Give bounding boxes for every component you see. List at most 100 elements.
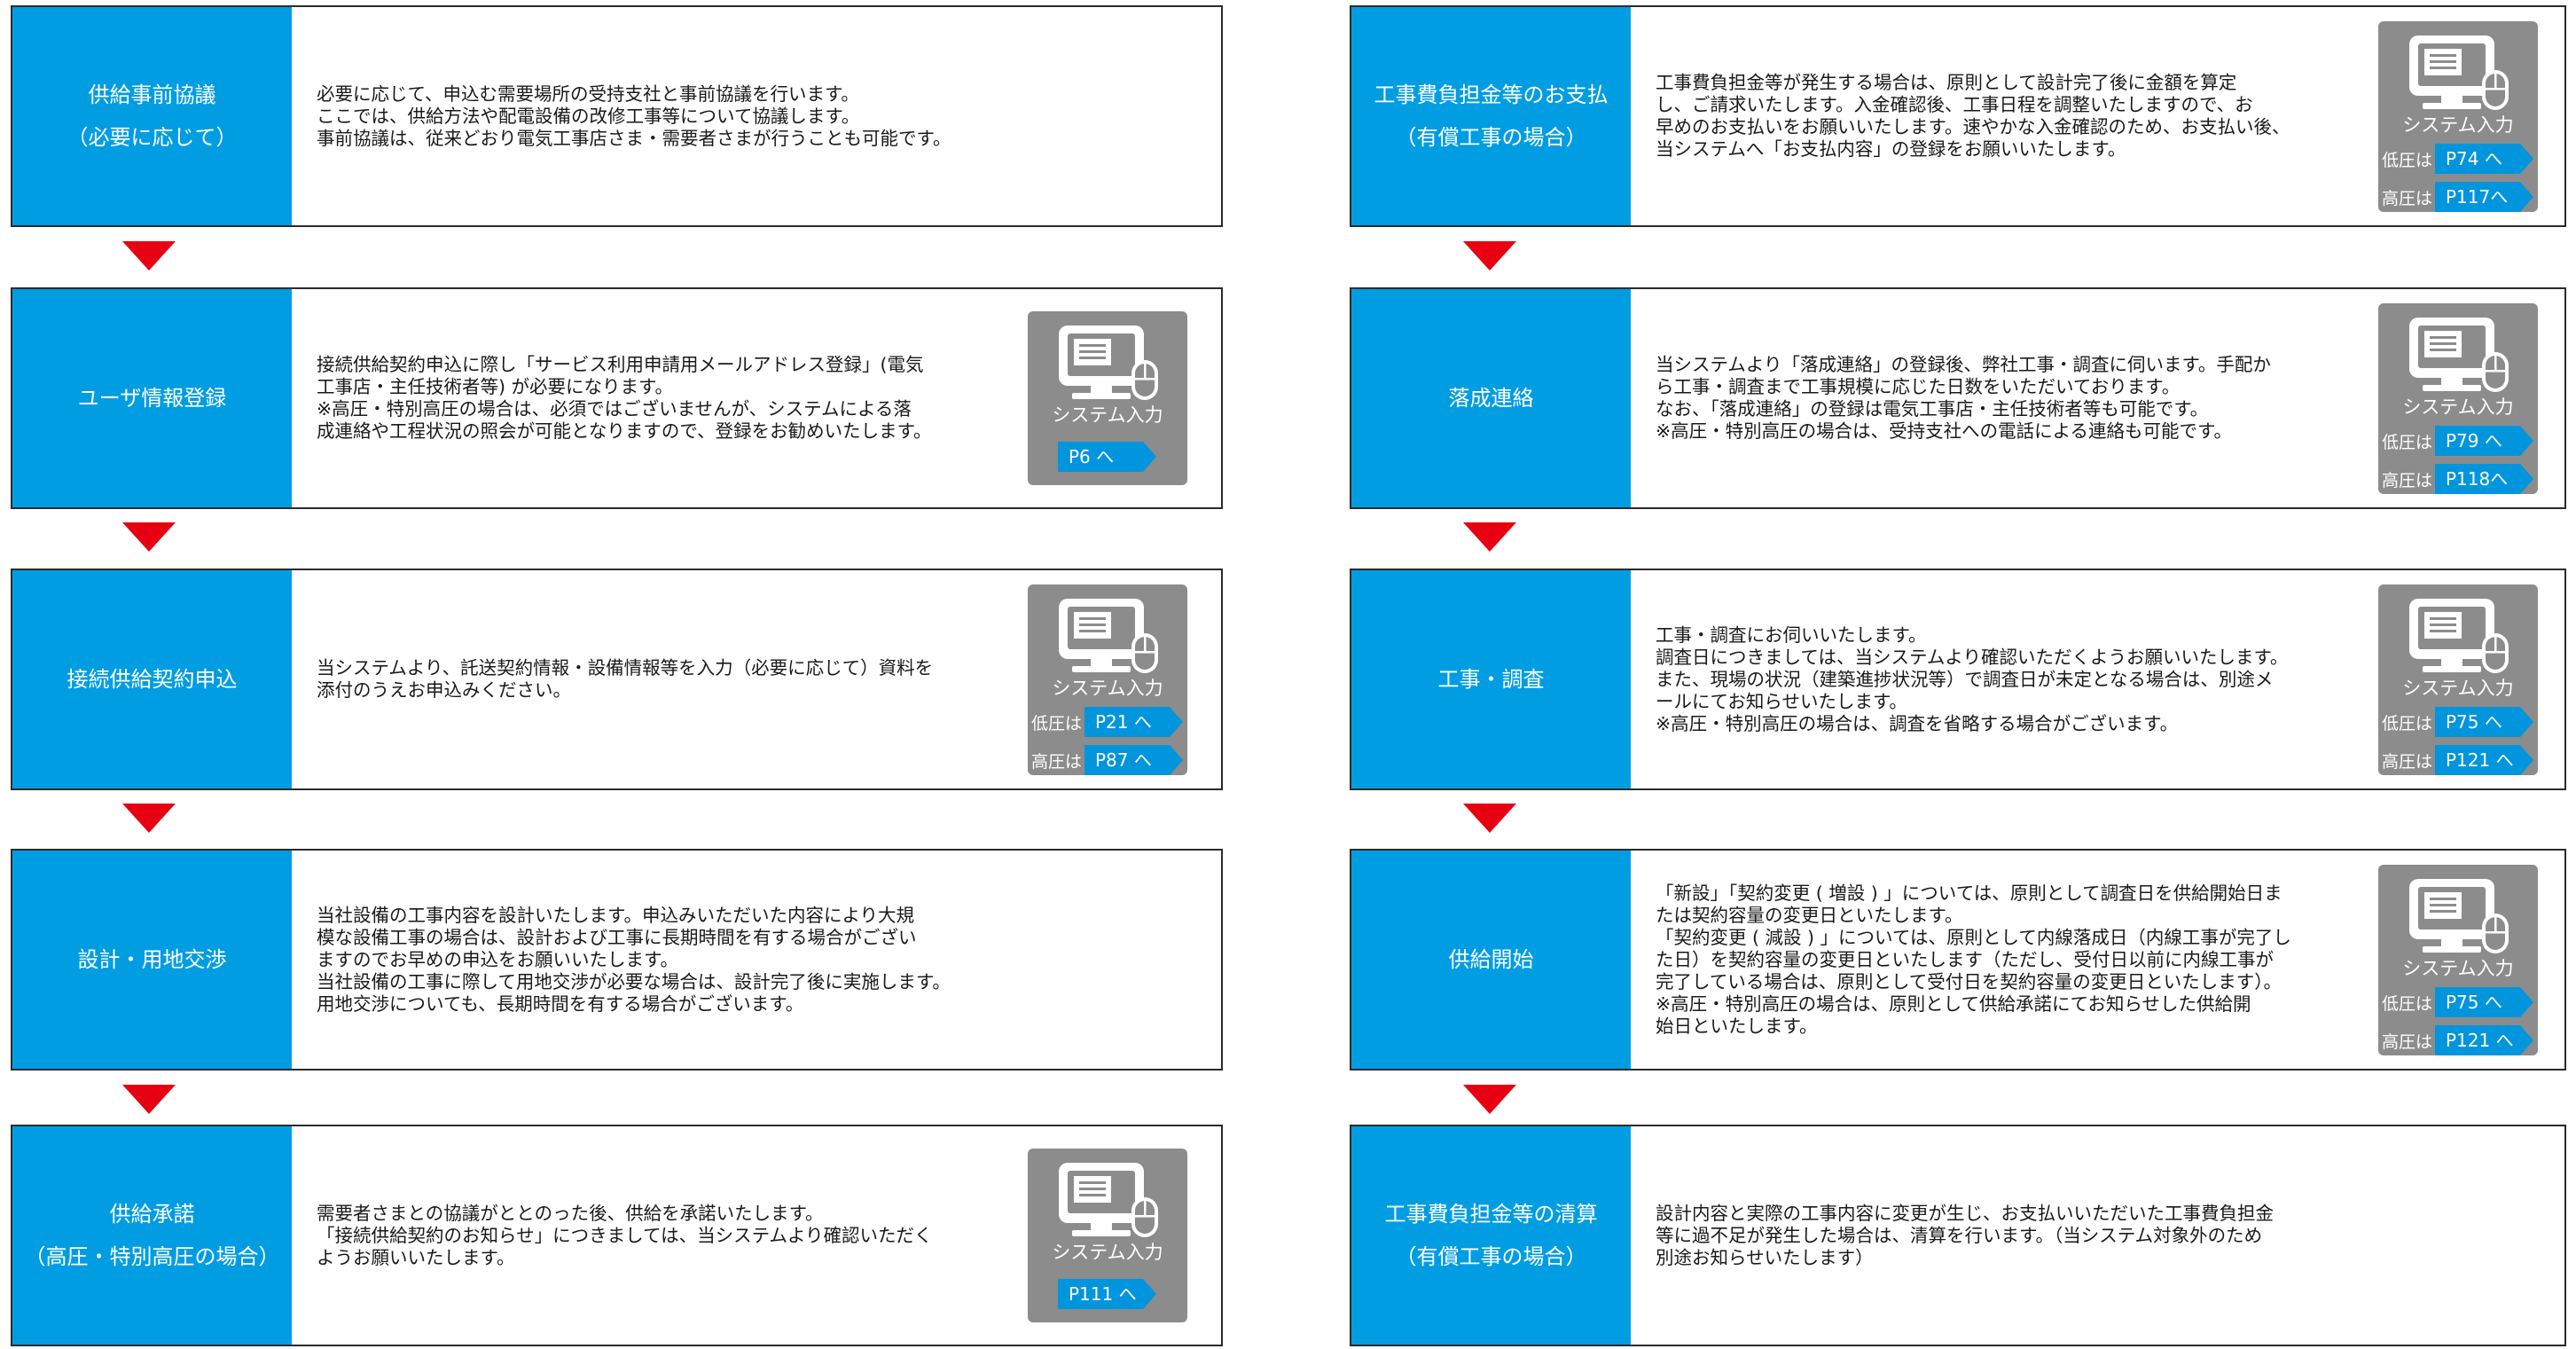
page-reference-link[interactable]: P121 へ <box>2435 745 2533 775</box>
step-title-line: 供給承諾 <box>109 1202 195 1227</box>
description-line: し、ご請求いたします。入金確認後、工事日程を調整いたしますので、お <box>1656 94 2253 115</box>
voltage-class-label: 低圧は <box>2382 993 2433 1014</box>
down-arrow-icon <box>122 241 176 271</box>
computer-mouse-icon <box>2378 595 2538 677</box>
computer-mouse-icon <box>1028 322 1187 404</box>
description-line: 「契約変更 ( 減設 ) 」については、原則として内線落成日（内線工事が完了し <box>1656 926 2291 948</box>
description-line: 当社設備の工事に際して用地交渉が必要な場合は、設計完了後に実施します。 <box>317 970 951 992</box>
step-description-text: 当システムより、託送契約情報・設備情報等を入力（必要に応じて）資料を添付のうえお… <box>317 657 933 702</box>
system-input-row: P111 へ <box>1058 1278 1187 1310</box>
down-arrow-icon <box>1463 241 1516 271</box>
description-line: たは契約容量の変更日といたします。 <box>1656 904 1963 926</box>
step-description: 工事費負担金等が発生する場合は、原則として設計完了後に金額を算定し、ご請求いたし… <box>1656 7 2556 225</box>
page-reference-link[interactable]: P75 へ <box>2435 707 2533 737</box>
voltage-class-label: 高圧は <box>2382 470 2433 490</box>
description-line: 始日といたします。 <box>1656 1015 1818 1037</box>
step-description-text: 工事・調査にお伺いいたします。調査日につきましては、当システムより確認いただくよ… <box>1656 624 2288 735</box>
description-line: なお、「落成連絡」の登録は電気工事店・主任技術者等も可能です。 <box>1656 398 2209 420</box>
system-input-label: システム入力 <box>1052 404 1163 426</box>
page-reference-link[interactable]: P6 へ <box>1058 442 1156 472</box>
step-description: 接続供給契約申込に際し「サービス利用申請用メールアドレス登録」(電気工事店・主任… <box>317 289 1212 507</box>
right-step-4: 供給開始 「新設」「契約変更 ( 増設 ) 」については、原則として調査日を供給開… <box>1350 849 2566 1071</box>
step-title-line: 供給事前協議 <box>88 82 216 107</box>
computer-mouse-icon <box>2378 875 2538 957</box>
page-reference-link[interactable]: P117へ <box>2435 182 2533 212</box>
page-reference-link[interactable]: P87 へ <box>1084 745 1183 775</box>
description-line: 添付のうえお申込みください。 <box>317 679 571 701</box>
step-title-line: （有償工事の場合） <box>1395 125 1587 150</box>
left-step-3: 接続供給契約申込 当システムより、託送契約情報・設備情報等を入力（必要に応じて）資… <box>11 569 1223 790</box>
step-description-text: 設計内容と実際の工事内容に変更が生じ、お支払いいただいた工事費負担金等に過不足が… <box>1656 1203 2274 1269</box>
step-description: 当システムより「落成連絡」の登録後、弊社工事・調査に伺います。手配から工事・調査… <box>1656 289 2556 507</box>
system-input-label: システム入力 <box>2402 114 2514 136</box>
description-line: ますのでお早めの申込をお願いいたします。 <box>317 948 678 970</box>
description-line: 設計内容と実際の工事内容に変更が生じ、お支払いいただいた工事費負担金 <box>1656 1202 2274 1224</box>
description-line: 工事費負担金等が発生する場合は、原則として設計完了後に金額を算定 <box>1656 72 2237 93</box>
step-title-line: 接続供給契約申込 <box>67 667 238 692</box>
step-title: 落成連絡 <box>1351 289 1631 507</box>
step-title-line: （高圧・特別高圧の場合） <box>24 1244 280 1269</box>
step-title: 接続供給契約申込 <box>12 570 292 788</box>
computer-mouse-icon <box>1028 1159 1187 1241</box>
page-reference-link[interactable]: P74 へ <box>2435 144 2533 174</box>
step-description-text: 当社設備の工事内容を設計いたします。申込みいただいた内容により大規模な設備工事の… <box>317 905 951 1016</box>
step-description: 需要者さまとの協議がととのった後、供給を承諾いたします。「接続供給契約のお知らせ… <box>317 1126 1212 1345</box>
page-reference-link[interactable]: P75 へ <box>2435 987 2533 1017</box>
description-line: 用地交渉についても、長期時間を有する場合がございます。 <box>317 992 804 1015</box>
description-line: 完了している場合は、原則として受付日を契約容量の変更日といたします）。 <box>1656 970 2282 992</box>
description-line: 早めのお支払いをお願いいたします。速やかな入金確認のため、お支払い後、 <box>1656 116 2290 137</box>
description-line: 事前協議は、従来どおり電気工事店さま・需要者さまが行うことも可能です。 <box>317 127 951 149</box>
down-arrow-icon <box>122 804 176 833</box>
voltage-class-label: 高圧は <box>2382 188 2433 208</box>
step-title: 供給承諾 （高圧・特別高圧の場合） <box>12 1126 292 1345</box>
voltage-class-label: 低圧は <box>2382 432 2433 452</box>
down-arrow-icon <box>1463 522 1516 552</box>
step-description-text: 接続供給契約申込に際し「サービス利用申請用メールアドレス登録」(電気工事店・主任… <box>317 354 932 443</box>
computer-mouse-icon <box>2378 314 2538 396</box>
voltage-class-label: 高圧は <box>2382 1031 2433 1052</box>
description-line: ここでは、供給方法や配電設備の改修工事等について協議します。 <box>317 105 860 127</box>
step-description-text: 工事費負担金等が発生する場合は、原則として設計完了後に金額を算定し、ご請求いたし… <box>1656 72 2290 161</box>
description-line: ようお願いいたします。 <box>317 1246 515 1268</box>
description-line: 当システムへ「お支払内容」の登録をお願いいたします。 <box>1656 138 2126 160</box>
step-title-line: 工事費負担金等のお支払 <box>1374 82 1609 107</box>
step-title-line: （有償工事の場合） <box>1395 1244 1587 1269</box>
step-title-line: 設計・用地交渉 <box>77 947 227 972</box>
page-reference-link[interactable]: P111 へ <box>1058 1279 1156 1309</box>
computer-mouse-icon <box>2378 32 2538 114</box>
voltage-class-label: 低圧は <box>2382 150 2433 170</box>
step-title: 設計・用地交渉 <box>12 851 292 1069</box>
right-step-5: 工事費負担金等の清算（有償工事の場合）設計内容と実際の工事内容に変更が生じ、お支… <box>1350 1125 2566 1346</box>
description-line: た日）を契約容量の変更日といたします（ただし、受付日以前に内線工事が <box>1656 948 2274 970</box>
description-line: ※高圧・特別高圧の場合は、調査を省略する場合がございます。 <box>1656 712 2179 734</box>
step-title-line: 落成連絡 <box>1448 386 1534 411</box>
page-reference-link[interactable]: P118へ <box>2435 464 2533 494</box>
description-line: 必要に応じて、申込む需要場所の受持支社と事前協議を行います。 <box>317 82 859 105</box>
left-step-5: 供給承諾 （高圧・特別高圧の場合） 需要者さまとの協議がととのった後、供給を承諾いた… <box>11 1125 1223 1346</box>
left-step-1: 供給事前協議（必要に応じて） 必要に応じて、申込む需要場所の受持支社と事前協議を行… <box>11 5 1223 227</box>
left-step-2: ユーザ情報登録接続供給契約申込に際し「サービス利用申請用メールアドレス登録」(電… <box>11 287 1223 509</box>
step-title: 供給事前協議（必要に応じて） <box>12 7 292 225</box>
step-description: 工事・調査にお伺いいたします。調査日につきましては、当システムより確認いただくよ… <box>1656 570 2556 788</box>
step-description-text: 必要に応じて、申込む需要場所の受持支社と事前協議を行います。ここでは、供給方法や… <box>317 83 951 150</box>
step-description: 「新設」「契約変更 ( 増設 ) 」については、原則として調査日を供給開始日また… <box>1656 851 2556 1069</box>
page-reference-link[interactable]: P121 へ <box>2435 1025 2533 1055</box>
page-reference-link[interactable]: P79 へ <box>2435 426 2533 456</box>
description-line: 工事・調査にお伺いいたします。 <box>1656 624 1927 646</box>
step-description-text: 需要者さまとの協議がととのった後、供給を承諾いたします。「接続供給契約のお知らせ… <box>317 1203 933 1269</box>
step-description-text: 当システムより「落成連絡」の登録後、弊社工事・調査に伺います。手配から工事・調査… <box>1656 354 2271 443</box>
step-title-line: 供給開始 <box>1448 947 1534 972</box>
right-step-1: 工事費負担金等のお支払 （有償工事の場合） 工事費負担金等が発生する場合は、原則とし… <box>1350 5 2566 227</box>
description-line: 需要者さまとの協議がととのった後、供給を承諾いたします。 <box>317 1202 824 1224</box>
step-description: 設計内容と実際の工事内容に変更が生じ、お支払いいただいた工事費負担金等に過不足が… <box>1656 1126 2556 1345</box>
page-reference-link[interactable]: P21 へ <box>1084 707 1183 737</box>
